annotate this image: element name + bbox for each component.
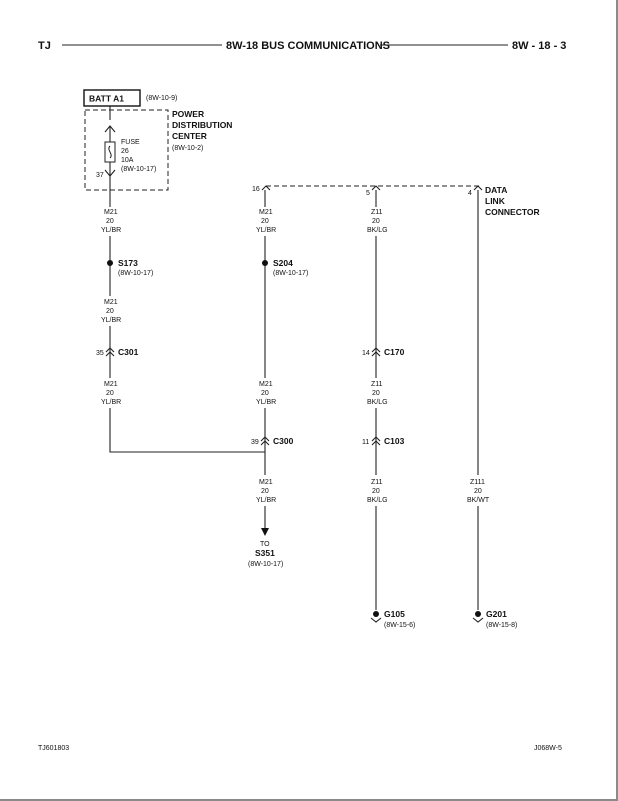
- g201-name: G201: [486, 609, 507, 619]
- c301-pin: 35: [96, 350, 104, 357]
- c103-pin: 11: [362, 439, 369, 446]
- wire-c3-color: BK/LG: [367, 497, 388, 504]
- wire-c3-code: Z11: [371, 479, 383, 486]
- wire-c1-gauge: 20: [372, 218, 380, 225]
- wire-a-to-c300: [109, 408, 265, 453]
- wire-b1-color: YL/BR: [256, 227, 276, 234]
- wire-b2-gauge: 20: [261, 390, 269, 397]
- wire-b2-color: YL/BR: [256, 399, 276, 406]
- dlc-pin-icons: [261, 185, 483, 191]
- c170-pin: 14: [362, 350, 370, 357]
- pdc-name-2: DISTRIBUTION: [172, 120, 232, 130]
- g201-ref: (8W-15-8): [486, 622, 517, 629]
- pdc-pin: 37: [96, 172, 104, 179]
- wire-b2-code: M21: [259, 381, 273, 388]
- connector-c300-icon: [260, 436, 270, 446]
- wire-c1-color: BK/LG: [367, 227, 388, 234]
- connector-c301-icon: [105, 347, 115, 357]
- to-word: TO: [260, 541, 270, 548]
- c103-name: C103: [384, 436, 405, 446]
- ground-g105-dot: [373, 611, 379, 617]
- c170-name: C170: [384, 347, 405, 357]
- g105-name: G105: [384, 609, 405, 619]
- dlc-name-3: CONNECTOR: [485, 207, 540, 217]
- fuse-number: 26: [121, 148, 129, 155]
- fuse-element-icon: [108, 145, 112, 159]
- ground-g201-icon: [472, 617, 484, 623]
- dlc-name-2: LINK: [485, 196, 506, 206]
- connector-c103-icon: [371, 436, 381, 446]
- wire-a2-code: M21: [104, 299, 118, 306]
- connector-c170-icon: [371, 347, 381, 357]
- batt-box: [83, 89, 141, 107]
- c300-pin: 39: [251, 439, 259, 446]
- arrow-down-icon: [261, 528, 269, 536]
- to-name: S351: [255, 548, 275, 558]
- wire-b1-code: M21: [259, 209, 273, 216]
- wire-a1-code: M21: [104, 209, 118, 216]
- c300-name: C300: [273, 436, 294, 446]
- header-title: 8W-18 BUS COMMUNICATIONS: [226, 40, 390, 52]
- dlc-pin-5: 5: [366, 190, 370, 197]
- wire-b3-code: M21: [259, 479, 273, 486]
- dlc-name-1: DATA: [485, 185, 507, 195]
- footer-right: J068W-5: [534, 745, 562, 752]
- wire-d-code: Z111: [470, 479, 485, 486]
- wire-a1-gauge: 20: [106, 218, 114, 225]
- splice-s173-dot: [107, 260, 113, 266]
- wire-c2-code: Z11: [371, 381, 383, 388]
- fuse-ref: (8W-10-17): [121, 166, 156, 173]
- wire-a2-gauge: 20: [106, 308, 114, 315]
- wire-b3-gauge: 20: [261, 488, 269, 495]
- ground-g201-dot: [475, 611, 481, 617]
- wire-a2-color: YL/BR: [101, 317, 121, 324]
- wire-c1-code: Z11: [371, 209, 383, 216]
- wire-c2-gauge: 20: [372, 390, 380, 397]
- wire-a1-color: YL/BR: [101, 227, 121, 234]
- footer-left: TJ601803: [38, 745, 69, 752]
- wire-b1-gauge: 20: [261, 218, 269, 225]
- wire-d-gauge: 20: [474, 488, 482, 495]
- to-ref: (8W-10-17): [248, 561, 283, 568]
- c301-name: C301: [118, 347, 139, 357]
- wire-a3-color: YL/BR: [101, 399, 121, 406]
- pdc-name-1: POWER: [172, 109, 204, 119]
- batt-label: BATT A1: [89, 94, 124, 104]
- fuse-rating: 10A: [121, 157, 134, 164]
- dlc-pin-4: 4: [468, 190, 472, 197]
- wire-a3-gauge: 20: [106, 390, 114, 397]
- dlc-pin-16: 16: [252, 186, 260, 193]
- splice-s173-name: S173: [118, 258, 138, 268]
- wire-b3-color: YL/BR: [256, 497, 276, 504]
- pdc-connector-bottom-icon: [104, 169, 116, 177]
- splice-s204-dot: [262, 260, 268, 266]
- wire-a3-code: M21: [104, 381, 118, 388]
- header-left: TJ: [38, 40, 51, 52]
- wire-d-color: BK/WT: [467, 497, 490, 504]
- pdc-name-3: CENTER: [172, 131, 207, 141]
- wire-c2-color: BK/LG: [367, 399, 388, 406]
- wire-c3-gauge: 20: [372, 488, 380, 495]
- splice-s204-name: S204: [273, 258, 293, 268]
- batt-ref: (8W-10-9): [146, 95, 177, 102]
- ground-g105-icon: [370, 617, 382, 623]
- splice-s173-ref: (8W-10-17): [118, 270, 153, 277]
- splice-s204-ref: (8W-10-17): [273, 270, 308, 277]
- g105-ref: (8W-15-6): [384, 622, 415, 629]
- fuse-label: FUSE: [121, 139, 140, 146]
- pdc-ref: (8W-10-2): [172, 145, 203, 152]
- pdc-outline: [84, 109, 169, 191]
- header-right: 8W - 18 - 3: [512, 40, 566, 52]
